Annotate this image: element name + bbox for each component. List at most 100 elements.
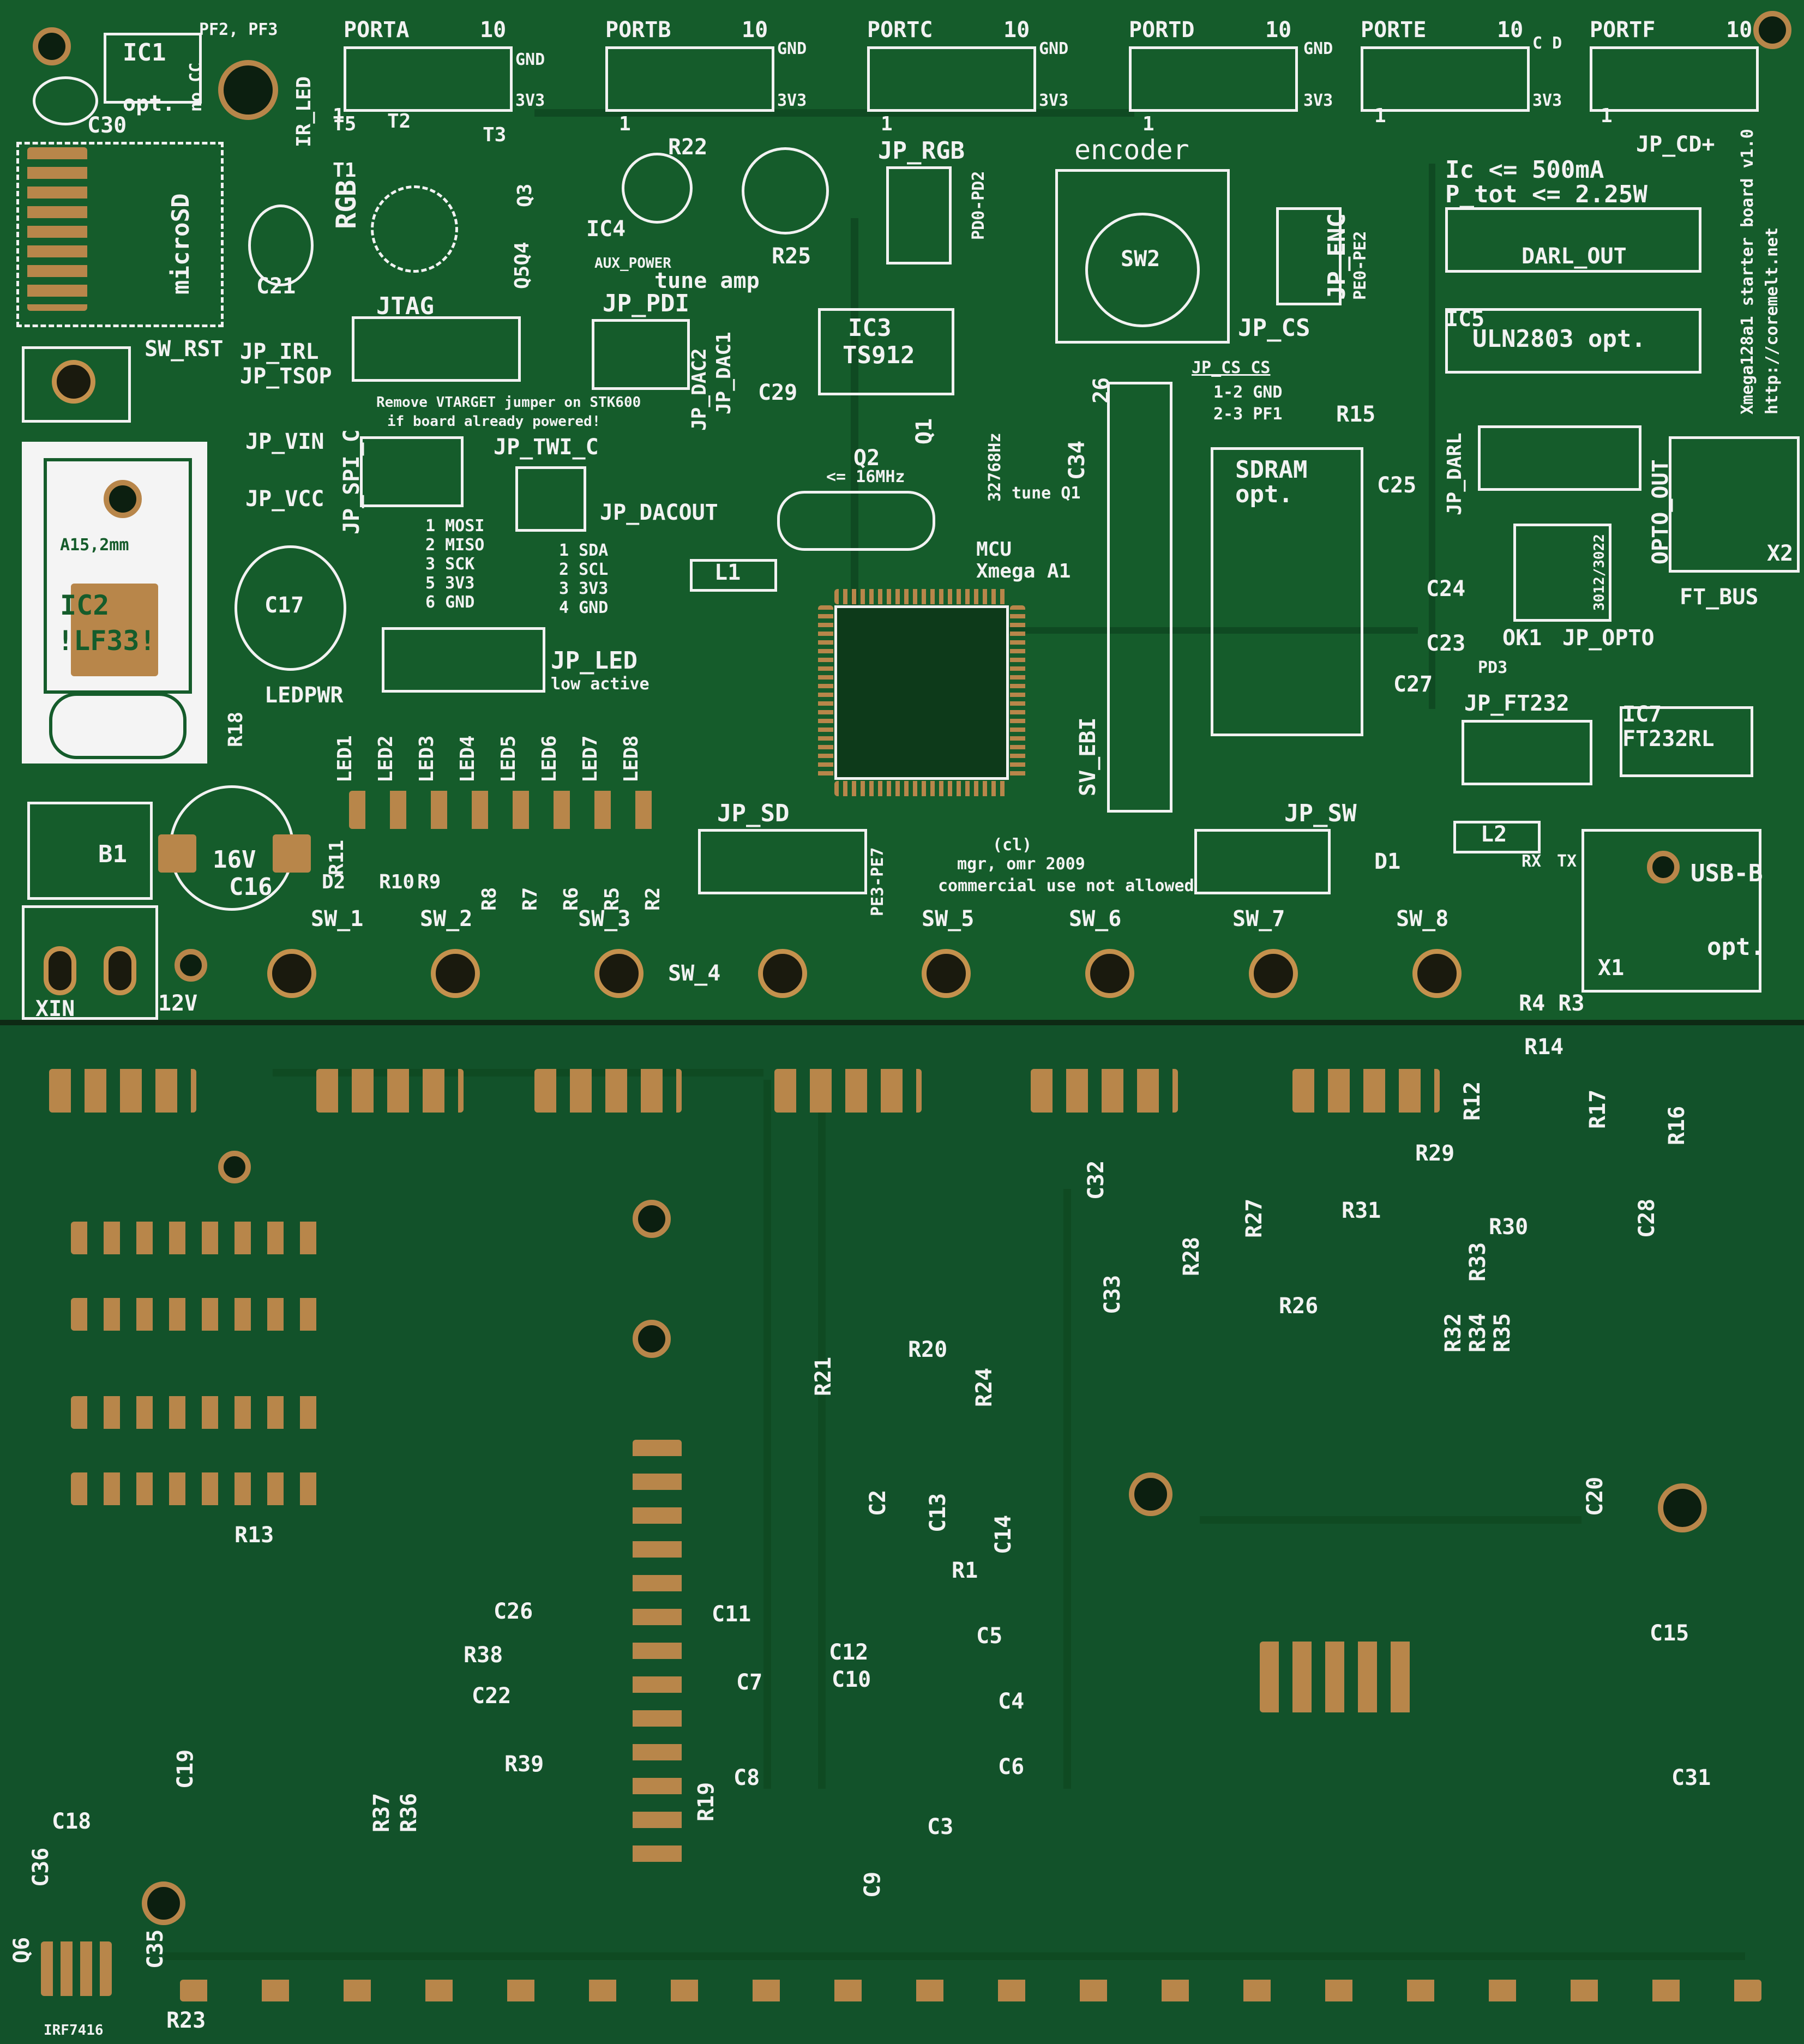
- encoder-knob[interactable]: [1085, 213, 1200, 327]
- top-pcb-board: PORTA PORTB PORTC PORTD PORTE PORTF 10 1…: [0, 0, 1804, 1020]
- sw3-button[interactable]: [594, 949, 644, 998]
- r20-label: R20: [908, 1337, 948, 1362]
- sw5-label: SW_5: [922, 906, 975, 931]
- jtag-header: [352, 316, 521, 382]
- jp-tsop-label: JP_TSOP: [240, 364, 332, 389]
- t5-label: T5: [333, 113, 357, 135]
- ic5-outline: [1445, 308, 1701, 374]
- r1-label: R1: [952, 1558, 978, 1583]
- sw4-button[interactable]: [758, 949, 807, 998]
- jp-sd-header: [698, 829, 867, 894]
- opto-chip-label: 3012/3022: [1591, 534, 1608, 611]
- portf-header: [1590, 46, 1759, 112]
- r16-label: R16: [1664, 1105, 1689, 1145]
- mcu-pins-top: [834, 589, 1009, 604]
- tune-q1-label: tune Q1: [1012, 484, 1081, 503]
- led5-label: LED5: [497, 735, 520, 783]
- q5q4-label: Q5Q4: [511, 242, 533, 289]
- x2-label: X2: [1767, 541, 1794, 566]
- c15-label: C15: [1650, 1621, 1689, 1646]
- jp-irl-label: JP_IRL: [240, 339, 319, 364]
- jp-vin-label: JP_VIN: [245, 429, 324, 454]
- mcu-label: MCU: [976, 538, 1012, 561]
- q2-label: Q2: [853, 446, 880, 471]
- c34-label: C34: [1065, 440, 1090, 480]
- q3-label: Q3: [514, 183, 536, 207]
- ic2-outline: [44, 458, 192, 694]
- pad-row: [1292, 1069, 1440, 1113]
- ic1-label: IC1: [123, 39, 166, 67]
- led4-label: LED4: [456, 735, 479, 783]
- r25-label: R25: [772, 244, 811, 269]
- nc-label: no CC: [187, 62, 206, 112]
- r9-label: R9: [417, 871, 441, 893]
- jp-pdi-label: JP_PDI: [603, 290, 689, 317]
- sw5-button[interactable]: [922, 949, 971, 998]
- sw-rst-button[interactable]: [52, 360, 95, 404]
- r25-trimmer[interactable]: [742, 147, 829, 235]
- xin-pin-1[interactable]: [44, 946, 76, 995]
- mcu-pins-bottom: [834, 781, 1009, 796]
- spi-pin-5: 5 3V3: [425, 574, 475, 593]
- rgb-label: RGB: [330, 179, 362, 229]
- t2-label: T2: [387, 110, 411, 133]
- porte-header: [1361, 46, 1530, 112]
- jp-dacout-label: JP_DACOUT: [600, 500, 718, 525]
- r34-label: R34: [1465, 1313, 1490, 1352]
- porta-header: [344, 46, 513, 112]
- ts912-label: TS912: [843, 341, 915, 369]
- stk-note-line2: if board already powered!: [387, 413, 601, 430]
- xin-pin-2[interactable]: [104, 946, 136, 995]
- jp-vcc-label: JP_VCC: [245, 486, 324, 512]
- lf33-label: !LF33!: [57, 625, 156, 657]
- sw7-button[interactable]: [1249, 949, 1298, 998]
- mounting-hole: [218, 1151, 251, 1183]
- a15-label: A15,2mm: [60, 536, 129, 555]
- sw7-label: SW_7: [1232, 906, 1285, 931]
- c4-label: C4: [998, 1689, 1025, 1714]
- jp-sd-label: JP_SD: [717, 799, 790, 827]
- sw2-button[interactable]: [431, 949, 480, 998]
- gnd-label: GND: [515, 50, 545, 69]
- khz-label: 32768Hz: [985, 432, 1005, 502]
- jp-spi-c-header: [360, 436, 464, 507]
- spi-pin-6: 6 GND: [425, 593, 475, 612]
- pcb-trace: [982, 627, 1418, 634]
- r32-label: R32: [1441, 1313, 1466, 1352]
- sw1-button[interactable]: [267, 949, 316, 998]
- c16-label: C16: [229, 873, 273, 901]
- r4-r3-label: R4 R3: [1519, 991, 1585, 1016]
- ic1-outline: [104, 33, 202, 104]
- starter-board-label: Xmega128a1 starter board v1.0: [1738, 129, 1757, 414]
- jp-dac2-label: JP_DAC2: [688, 348, 711, 431]
- gnd-label: GND: [1303, 39, 1333, 58]
- c5-label: C5: [976, 1624, 1003, 1649]
- sw6-button[interactable]: [1085, 949, 1134, 998]
- ic-limit-label: Ic <= 500mA: [1445, 156, 1604, 184]
- mcu-chip: [834, 605, 1009, 780]
- twi-pin-4: 4 GND: [559, 598, 609, 617]
- portc-label: PORTC: [867, 17, 933, 43]
- c9-label: C9: [860, 1871, 885, 1898]
- q2-crystal-outline: [777, 491, 935, 551]
- tune-amp-label: tune amp: [654, 268, 760, 293]
- c12-label: C12: [829, 1640, 869, 1665]
- pcb-trace: [1063, 1189, 1071, 1789]
- r12-label: R12: [1460, 1081, 1485, 1121]
- xmega-label: Xmega A1: [976, 560, 1071, 582]
- r31-label: R31: [1342, 1198, 1381, 1223]
- l2-outline: [1453, 821, 1541, 853]
- jp-led-label: JP_LED: [551, 647, 638, 675]
- copyright-line2: mgr, omr 2009: [957, 855, 1085, 874]
- porta-pin10: 10: [480, 17, 507, 43]
- c23-label: C23: [1426, 631, 1466, 656]
- mounting-hole: [1658, 1483, 1707, 1532]
- ic2-label: IC2: [60, 590, 110, 621]
- jtag-label: JTAG: [376, 292, 434, 320]
- sw8-button[interactable]: [1412, 949, 1462, 998]
- rx-label: RX: [1522, 852, 1542, 871]
- r8-label: R8: [478, 887, 501, 911]
- r10-label: R10: [379, 871, 415, 893]
- portd-pin10: 10: [1265, 17, 1292, 43]
- aux-power-label: AUX_POWER: [594, 255, 671, 272]
